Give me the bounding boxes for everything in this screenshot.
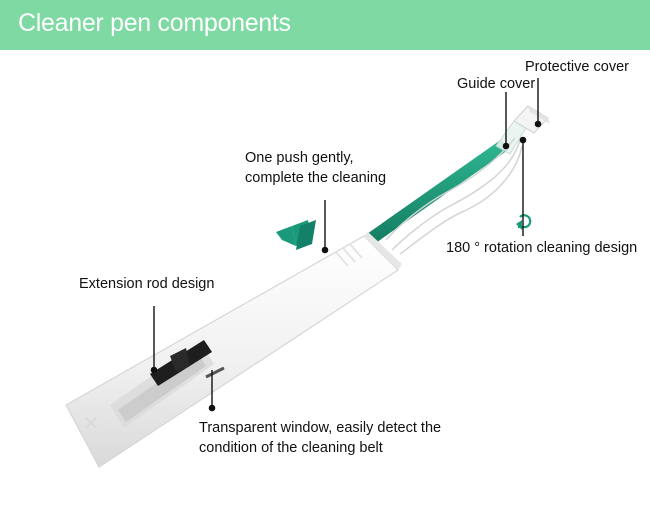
cleaning-belt	[385, 137, 523, 255]
page-title: Cleaner pen components	[18, 9, 291, 37]
double-chevron-icon	[276, 220, 316, 250]
window-label-line1: Transparent window, easily detect the	[199, 420, 442, 436]
rotation-arrow-icon	[516, 214, 532, 230]
protective-cover-label: Protective cover	[525, 59, 629, 75]
pen-illustration	[65, 78, 550, 468]
guide-cover-label: Guide cover	[457, 76, 536, 92]
rotation-label: 180 ° rotation cleaning design	[446, 240, 638, 256]
header-banner: Cleaner pen components	[0, 0, 650, 50]
one-push-label-line1: One push gently,	[245, 150, 354, 166]
callout-dots	[150, 120, 542, 412]
window-label-line2: condition of the cleaning belt	[199, 440, 383, 456]
body-slot	[205, 366, 225, 379]
callout-lines	[153, 78, 539, 408]
green-tube	[364, 139, 508, 247]
extension-rod-label: Extension rod design	[79, 276, 215, 292]
extension-rod	[150, 340, 212, 386]
one-push-label-line2: complete the cleaning	[245, 170, 387, 186]
